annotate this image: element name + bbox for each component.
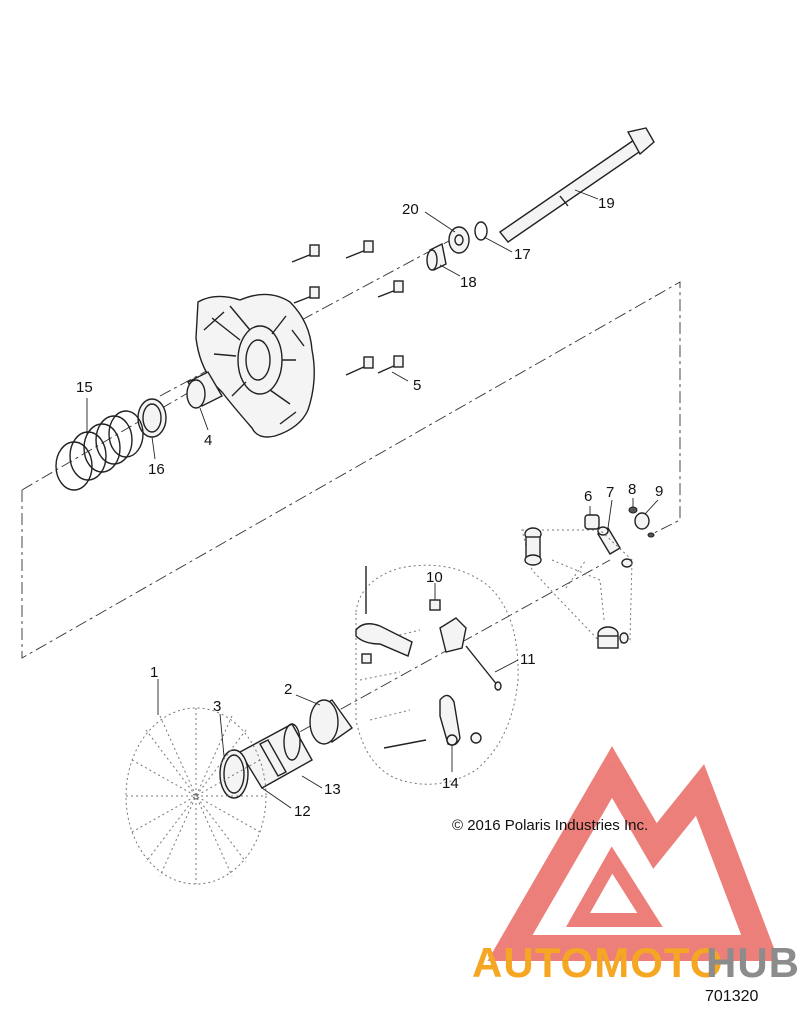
part-9-roller: [634, 512, 650, 530]
callout-11: 11: [520, 651, 536, 668]
part-6-roller: [584, 514, 600, 530]
part-13-sleeve: [239, 723, 313, 789]
watermark-brand-2: HUB: [706, 939, 800, 986]
callout-7: 7: [606, 484, 614, 501]
nut-small: [361, 653, 372, 664]
callout-5: 5: [413, 377, 421, 394]
part-11-pin: [465, 645, 502, 691]
leader-lines: [86, 189, 659, 809]
sheave-ghost: [355, 564, 519, 785]
watermark-text: AUTOMOTO HUB: [472, 939, 800, 986]
callout-14: 14: [442, 775, 459, 792]
part-19-long-bolt: [498, 127, 655, 243]
callout-labels: 1 2 3 4 5 6 7 8 9 10 11 12 13 14 15 16 1…: [76, 195, 663, 820]
callout-17: 17: [514, 246, 531, 263]
callout-19: 19: [598, 195, 615, 212]
cover-housing: [195, 293, 315, 438]
part-18-spacer: [426, 242, 447, 272]
part-4-bushing: [186, 371, 223, 409]
callout-2: 2: [284, 681, 292, 698]
callout-20: 20: [402, 201, 419, 218]
callout-15: 15: [76, 379, 93, 396]
part-10-nut: [429, 599, 441, 611]
clip-small-2: [621, 558, 633, 568]
weight-block-right: [439, 617, 467, 653]
part-8-clip: [628, 506, 638, 514]
callout-6: 6: [584, 488, 592, 505]
spider-ghost: [521, 527, 633, 649]
callout-9: 9: [655, 483, 663, 500]
part-17-snap-ring: [474, 221, 488, 241]
callout-1: 1: [150, 664, 158, 681]
callout-13: 13: [324, 781, 341, 798]
flyweight-left: [355, 623, 413, 657]
callout-8: 8: [628, 481, 636, 498]
lower-pin: [383, 739, 427, 749]
callout-16: 16: [148, 461, 165, 478]
diagram-id: 701320: [705, 988, 759, 1005]
part-5-bolts: [291, 240, 404, 376]
callout-10: 10: [426, 569, 443, 586]
watermark-brand-1: AUTOMOTO: [472, 939, 723, 986]
copyright-notice: © 2016 Polaris Industries Inc.: [452, 817, 649, 834]
callout-18: 18: [460, 274, 477, 291]
part-20-washer: [448, 226, 470, 254]
part-3-ring: [219, 749, 249, 799]
part-15-spring: [55, 410, 144, 491]
part-2-bushing: [309, 699, 353, 745]
part-14-weight-arm: [439, 694, 482, 746]
clip-small: [647, 532, 655, 538]
part-1-sheave-ghost: [125, 707, 267, 885]
assembly-centerlines: [21, 234, 681, 766]
part-7-pin: [597, 526, 621, 555]
callout-3: 3: [213, 698, 221, 715]
watermark-logo: [487, 746, 779, 961]
callout-4: 4: [204, 432, 212, 449]
callout-12: 12: [294, 803, 311, 820]
